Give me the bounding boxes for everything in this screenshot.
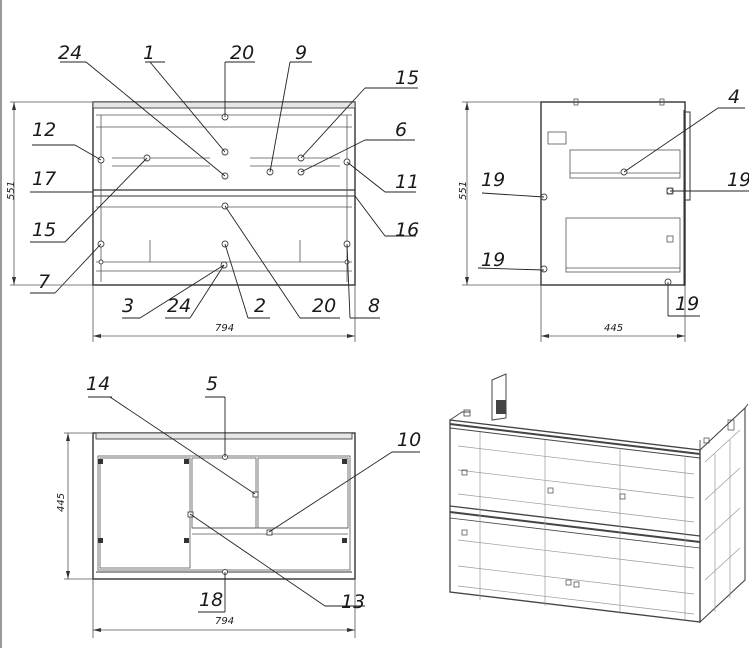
front-callout-15b: 15 xyxy=(32,219,56,241)
front-callout-17: 17 xyxy=(32,168,56,190)
side-callout-19c: 19 xyxy=(727,169,749,191)
side-view: 4 19 19 19 19 551 445 xyxy=(458,86,749,342)
side-dim-depth: 445 xyxy=(604,323,623,334)
side-callout-19d: 19 xyxy=(675,293,699,315)
front-callout-7: 7 xyxy=(38,271,50,293)
front-callout-20a: 20 xyxy=(230,42,254,64)
front-callout-24a: 24 xyxy=(58,42,82,64)
front-dim-width: 794 xyxy=(215,323,234,334)
top-callout-14: 14 xyxy=(86,373,110,395)
front-callout-3: 3 xyxy=(122,295,134,317)
front-callout-11: 11 xyxy=(395,171,419,193)
front-view: 24 1 20 9 15 12 6 17 11 15 16 7 3 24 2 2… xyxy=(6,42,419,342)
front-callout-16: 16 xyxy=(395,219,419,241)
front-callout-8: 8 xyxy=(368,295,380,317)
top-callout-10: 10 xyxy=(397,429,421,451)
top-dim-width: 794 xyxy=(215,616,234,627)
top-callout-5: 5 xyxy=(206,373,218,395)
front-callout-15a: 15 xyxy=(395,67,419,89)
front-dim-height: 551 xyxy=(6,181,17,200)
front-callout-20b: 20 xyxy=(312,295,336,317)
side-callout-19a: 19 xyxy=(481,169,505,191)
top-view: 14 5 10 18 13 445 794 xyxy=(56,373,421,638)
top-dim-depth: 445 xyxy=(56,493,67,512)
front-callout-6: 6 xyxy=(395,119,407,141)
isometric-view xyxy=(449,373,749,624)
top-callout-18: 18 xyxy=(199,589,223,611)
top-callout-13: 13 xyxy=(341,591,365,613)
front-callout-12: 12 xyxy=(32,119,56,141)
side-callout-19b: 19 xyxy=(481,249,505,271)
front-callout-1: 1 xyxy=(143,42,155,64)
front-callout-24b: 24 xyxy=(167,295,191,317)
side-dim-height: 551 xyxy=(458,181,469,200)
side-callout-4: 4 xyxy=(728,86,740,108)
front-callout-2: 2 xyxy=(254,295,266,317)
front-callout-9: 9 xyxy=(295,42,307,64)
